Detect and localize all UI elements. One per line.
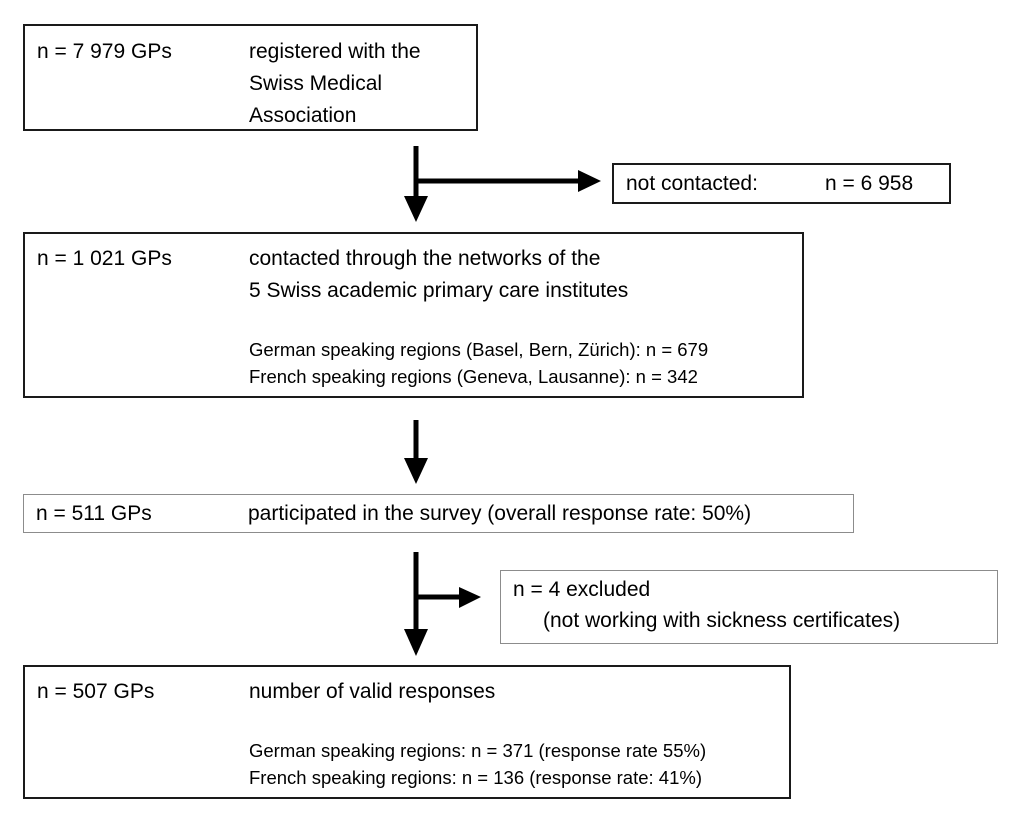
node-contacted: n = 1 021 GPs contacted through the netw… xyxy=(23,232,804,398)
node-excluded: n = 4 excluded (not working with sicknes… xyxy=(500,570,998,644)
node-valid-count: n = 507 GPs xyxy=(37,680,155,703)
node-valid-description: number of valid responses xyxy=(249,680,496,703)
node-contacted-description-line-1: contacted through the networks of the xyxy=(249,247,601,270)
node-contacted-breakdown-german: German speaking regions (Basel, Bern, Zü… xyxy=(249,339,709,360)
node-excluded-line-2: (not working with sickness certificates) xyxy=(543,609,901,632)
node-not-contacted: not contacted: n = 6 958 xyxy=(612,163,951,204)
edge-participated-to-excluded xyxy=(416,587,481,608)
node-excluded-line-1: n = 4 excluded xyxy=(513,578,651,601)
edge-contacted-to-participated xyxy=(404,420,428,484)
node-valid-breakdown-german: German speaking regions: n = 371 (respon… xyxy=(249,740,707,761)
node-valid-breakdown-french: French speaking regions: n = 136 (respon… xyxy=(249,767,702,788)
node-participated-description: participated in the survey (overall resp… xyxy=(248,502,752,525)
edge-participated-to-valid xyxy=(404,552,428,656)
node-registered-description-line-1: registered with the xyxy=(249,40,421,63)
node-contacted-count: n = 1 021 GPs xyxy=(37,247,172,270)
node-participated: n = 511 GPs participated in the survey (… xyxy=(23,494,854,533)
node-registered: n = 7 979 GPs registered with the Swiss … xyxy=(23,24,478,131)
node-participated-count: n = 511 GPs xyxy=(36,502,152,525)
edge-registered-to-contacted xyxy=(404,146,428,222)
node-registered-description-line-3: Association xyxy=(249,104,357,127)
node-contacted-breakdown-french: French speaking regions (Geneva, Lausann… xyxy=(249,366,698,387)
node-not-contacted-label: not contacted: xyxy=(626,172,758,195)
node-registered-description-line-2: Swiss Medical xyxy=(249,72,383,95)
node-not-contacted-count: n = 6 958 xyxy=(825,172,914,195)
node-valid: n = 507 GPs number of valid responses Ge… xyxy=(23,665,791,799)
edge-registered-to-not-contacted xyxy=(416,170,601,192)
node-contacted-description-line-2: 5 Swiss academic primary care institutes xyxy=(249,279,629,302)
node-registered-count: n = 7 979 GPs xyxy=(37,40,172,63)
